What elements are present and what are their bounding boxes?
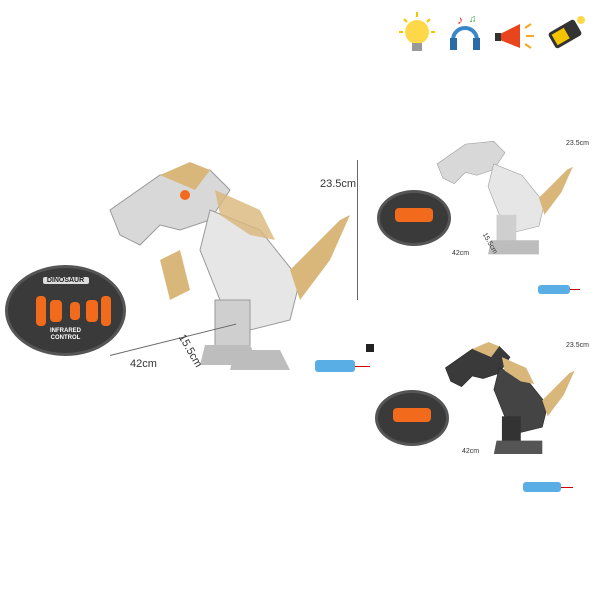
silver-dinosaur-variant	[436, 141, 573, 255]
remote-label-1: INFRARED	[50, 328, 81, 334]
silver-height-dimension: 23.5cm	[566, 140, 589, 147]
dark-remote-control	[375, 390, 449, 446]
dark-dinosaur-variant	[445, 342, 575, 455]
main-remote-control: DINOSAUR INFRARED CONTROL	[5, 265, 126, 356]
silver-battery	[538, 285, 570, 294]
svg-text:♪: ♪	[457, 13, 463, 27]
main-robot-dinosaur	[109, 162, 350, 370]
main-height-dimension: 23.5cm	[320, 178, 357, 190]
remote-title: DINOSAUR	[42, 277, 89, 284]
dark-battery	[523, 482, 561, 492]
megaphone-sound-icon	[495, 23, 534, 49]
main-length-dimension: 42cm	[130, 358, 157, 370]
silver-remote-control	[377, 190, 451, 246]
remote-label-2: CONTROL	[50, 335, 81, 341]
svg-text:♫: ♫	[469, 14, 477, 25]
battery-connector	[366, 344, 374, 352]
music-headphones-icon: ♪♫	[450, 13, 480, 50]
dark-height-dimension: 23.5cm	[566, 342, 589, 349]
main-battery	[315, 360, 355, 372]
battery-icon	[548, 16, 585, 49]
dark-length-dimension: 42cm	[462, 448, 480, 455]
feature-icons: ♪♫	[399, 12, 585, 51]
light-bulb-icon	[399, 12, 435, 51]
silver-length-dimension: 42cm	[452, 250, 470, 257]
